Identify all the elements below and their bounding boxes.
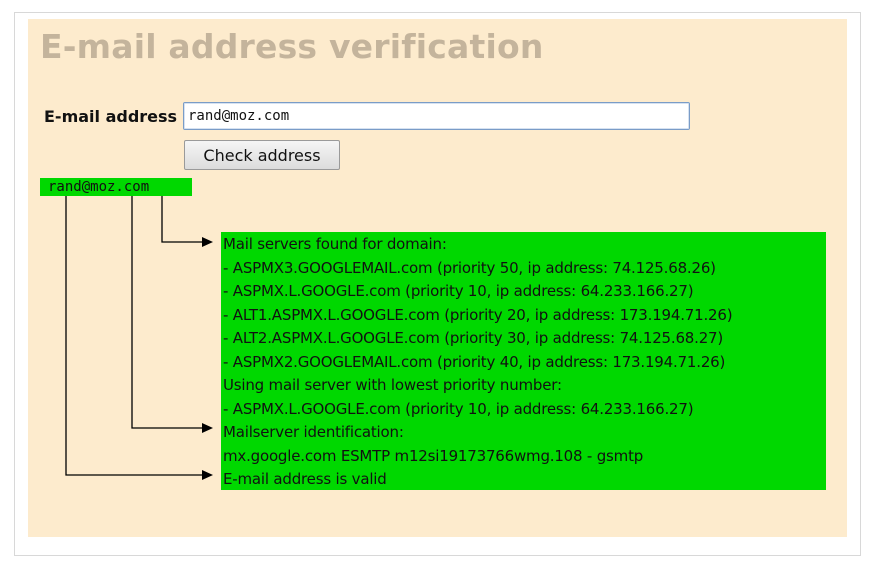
arrow-right-icon bbox=[202, 470, 213, 480]
email-address-input[interactable] bbox=[183, 102, 690, 130]
page-title: E-mail address verification bbox=[40, 27, 544, 66]
result-line: - ASPMX.L.GOOGLE.com (priority 10, ip ad… bbox=[223, 282, 694, 300]
connector-line-mail-servers bbox=[161, 196, 204, 243]
check-address-button[interactable]: Check address bbox=[184, 140, 340, 170]
checked-address-tag: rand@moz.com bbox=[40, 178, 192, 196]
arrow-right-icon bbox=[202, 237, 213, 247]
result-line: - ASPMX2.GOOGLEMAIL.com (priority 40, ip… bbox=[223, 352, 726, 371]
result-line: Mail servers found for domain: bbox=[223, 235, 447, 253]
result-line: - ASPMX3.GOOGLEMAIL.com (priority 50, ip… bbox=[223, 258, 716, 277]
connector-line-address-valid bbox=[65, 196, 204, 476]
result-line: Using mail server with lowest priority n… bbox=[223, 376, 562, 394]
result-line: E-mail address is valid bbox=[223, 470, 387, 488]
connector-line-mailserver-identification bbox=[131, 196, 204, 429]
email-address-label: E-mail address bbox=[44, 107, 178, 126]
result-line: - ALT1.ASPMX.L.GOOGLE.com (priority 20, … bbox=[223, 305, 733, 324]
result-line: - ASPMX.L.GOOGLE.com (priority 10, ip ad… bbox=[223, 399, 694, 418]
result-line: - ALT2.ASPMX.L.GOOGLE.com (priority 30, … bbox=[223, 329, 724, 347]
result-line: mx.google.com ESMTP m12si19173766wmg.108… bbox=[223, 446, 644, 465]
arrow-right-icon bbox=[202, 423, 213, 433]
result-line: Mailserver identification: bbox=[223, 423, 404, 441]
verification-result-box: Mail servers found for domain: - ASPMX3.… bbox=[221, 232, 826, 490]
